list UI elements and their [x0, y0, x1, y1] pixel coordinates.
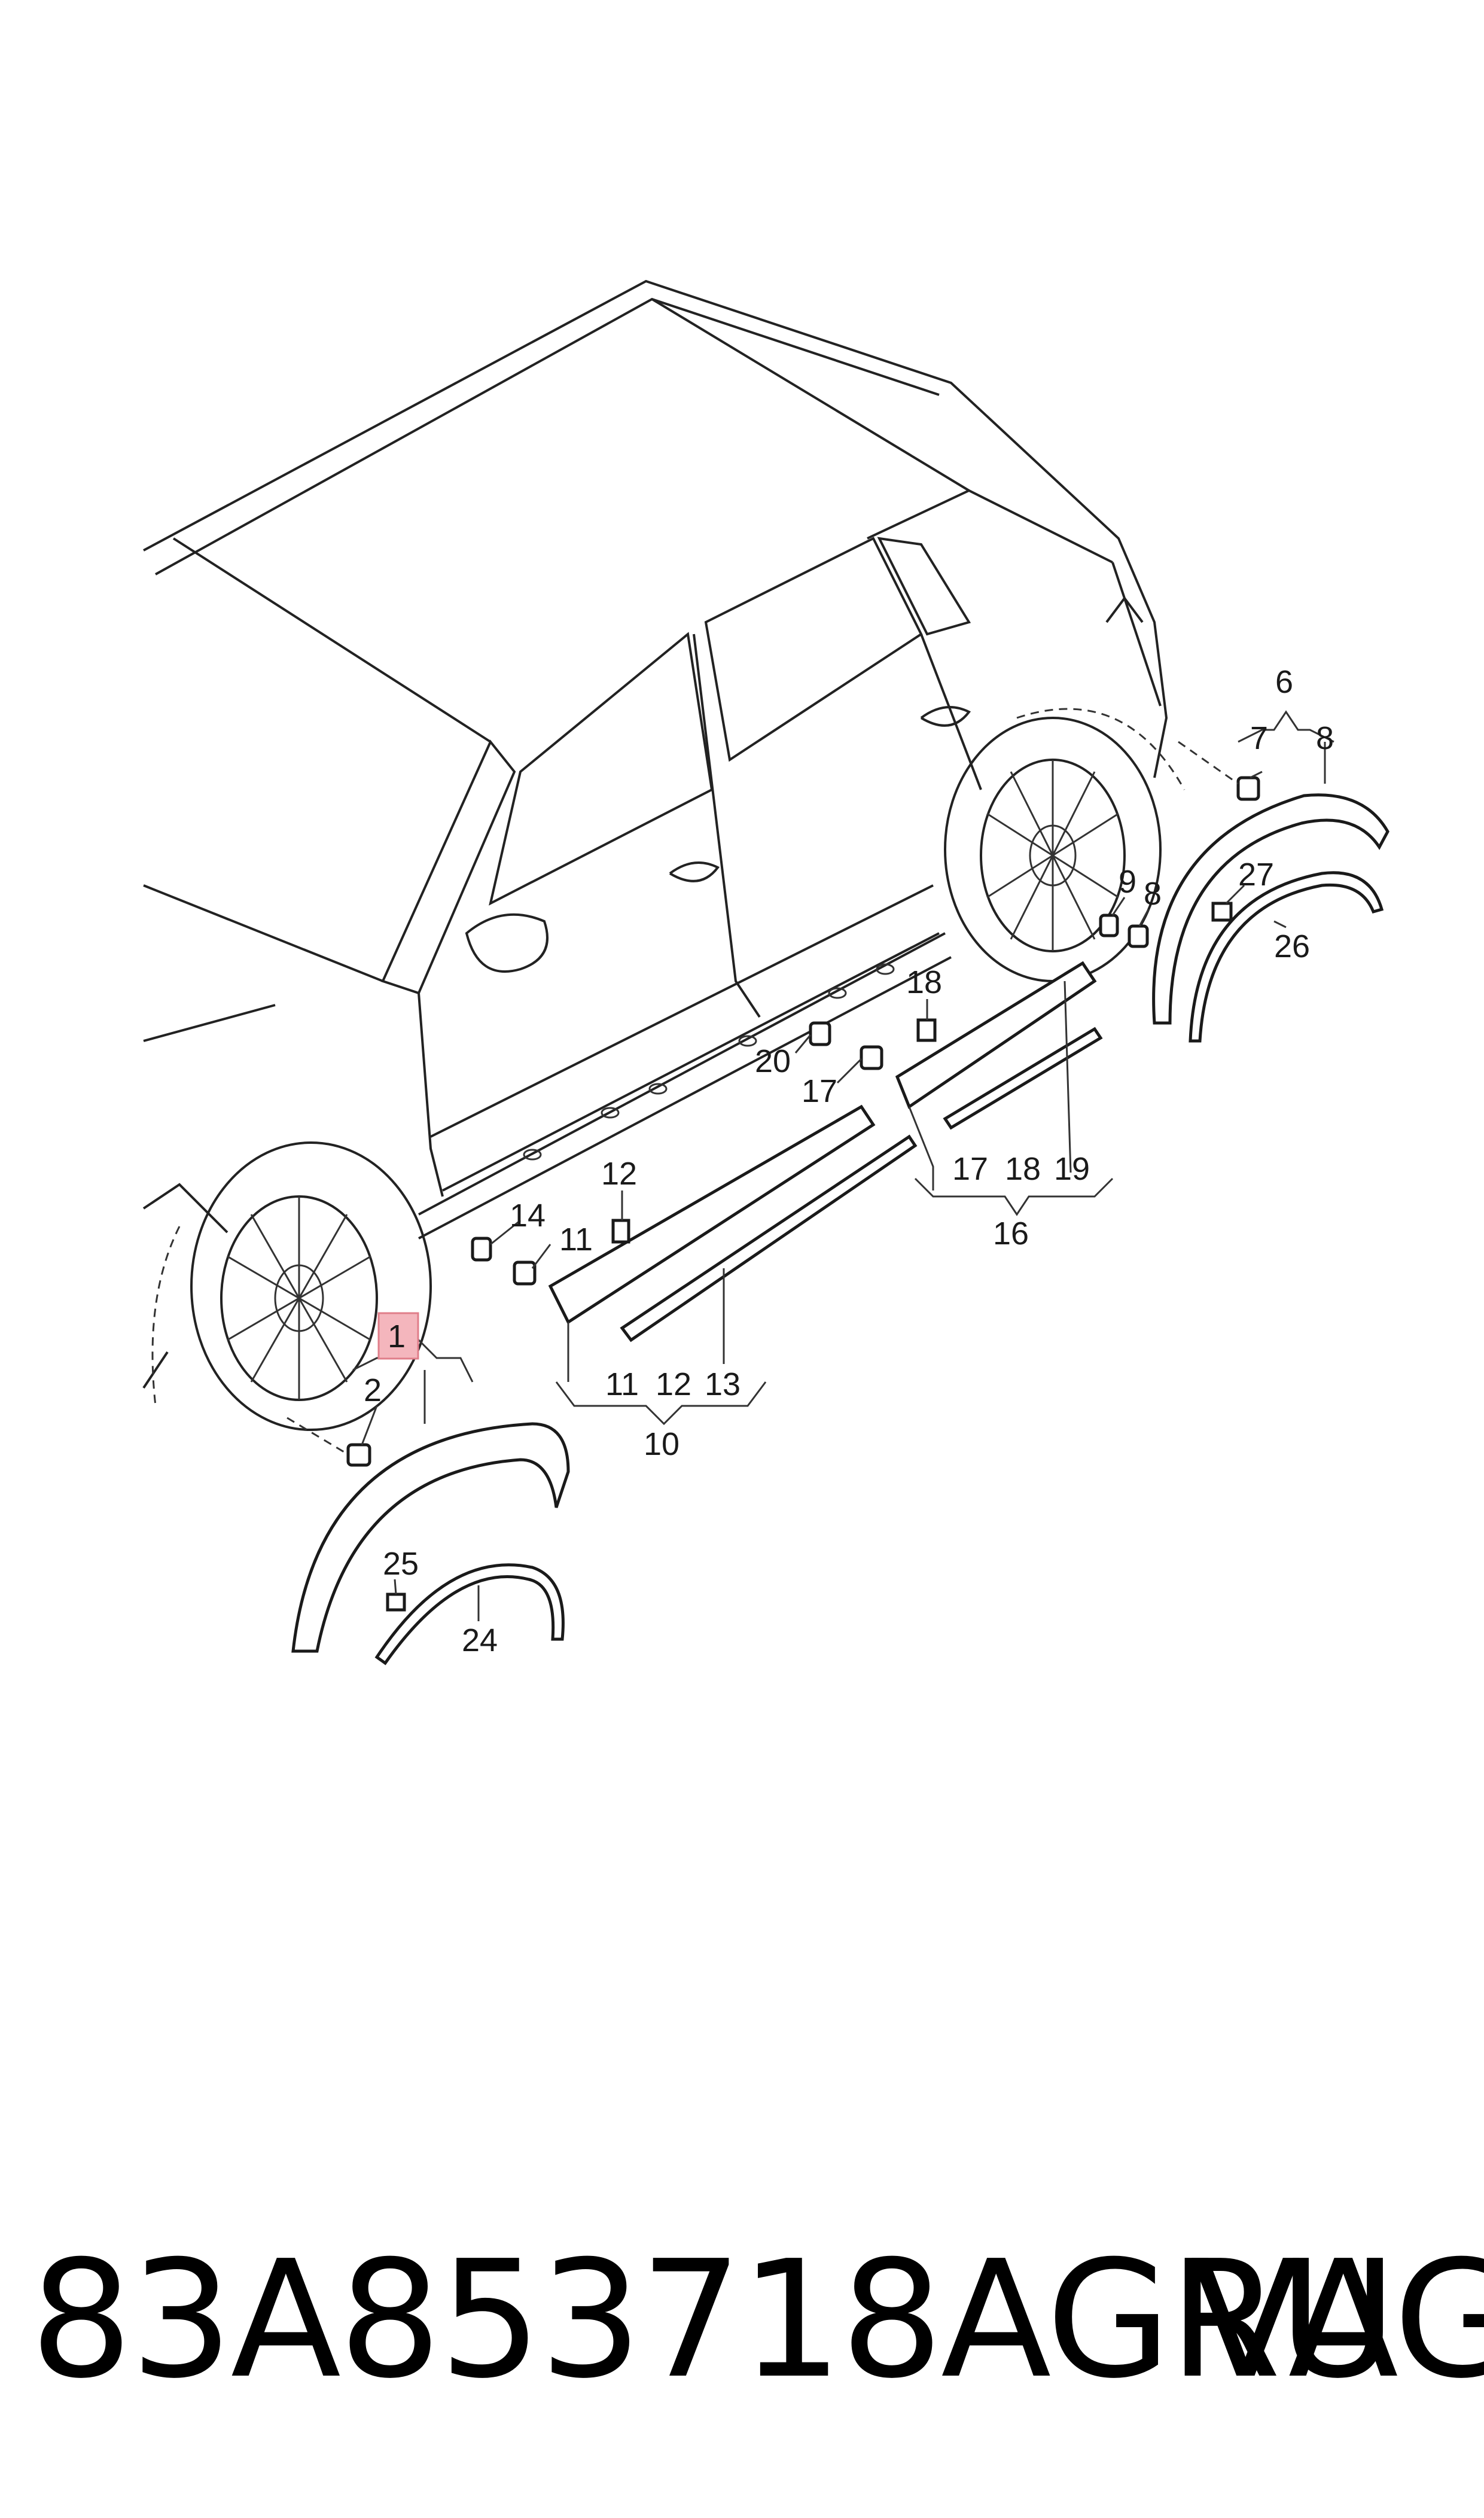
clip-7-icon [1236, 776, 1260, 801]
callout-6[interactable]: 6 [1275, 664, 1293, 700]
leader-lines [287, 710, 1334, 1621]
callout-18-bracket[interactable]: 18 [1005, 1151, 1041, 1187]
callout-9[interactable]: 9 [1119, 864, 1136, 900]
callout-24[interactable]: 24 [462, 1622, 498, 1658]
callout-14[interactable]: 14 [510, 1198, 546, 1234]
callout-27[interactable]: 27 [1238, 857, 1274, 893]
callout-2[interactable]: 2 [364, 1372, 382, 1408]
clip-11-icon [513, 1260, 537, 1286]
clip-25-icon [386, 1593, 406, 1612]
brand-label: VAG [1190, 2225, 1484, 2414]
callout-19[interactable]: 19 [1054, 1151, 1090, 1187]
callout-17[interactable]: 17 [802, 1073, 837, 1109]
callout-labels: 1 2 6 7 8 9 8 27 26 18 20 17 14 12 11 25… [364, 664, 1334, 1658]
callout-12[interactable]: 12 [601, 1156, 637, 1192]
callout-8[interactable]: 8 [1316, 720, 1334, 756]
front-sill-insert [620, 1134, 918, 1342]
clip-17-icon [860, 1045, 883, 1070]
clip-9-icon [1099, 914, 1119, 937]
clip-8-icon [1128, 924, 1149, 948]
clip-12-icon [611, 1219, 630, 1244]
callout-20[interactable]: 20 [755, 1043, 791, 1079]
front-sill-moulding [548, 1104, 876, 1325]
rear-sill-moulding [895, 961, 1097, 1109]
front-arch-liner [374, 1563, 565, 1666]
front-arch-trim [291, 1422, 570, 1653]
clip-27-icon [1211, 902, 1233, 922]
callout-12-bracket[interactable]: 12 [656, 1366, 691, 1402]
front-wheel [151, 1141, 432, 1431]
clip-18-icon [916, 1018, 937, 1042]
callout-17-bracket[interactable]: 17 [952, 1151, 988, 1187]
callout-11[interactable]: 11 [559, 1222, 593, 1258]
part-number: 83A853718AGRU [30, 2225, 1397, 2414]
callout-25[interactable]: 25 [383, 1546, 419, 1582]
callout-7[interactable]: 7 [1250, 720, 1268, 756]
footer: 83A853718AGRU VAG [0, 2225, 1484, 2453]
parts [291, 776, 1389, 1666]
callout-26[interactable]: 26 [1274, 928, 1310, 964]
highlight-part-1 [377, 1312, 419, 1360]
car-body-outline [142, 279, 1186, 1431]
callout-10[interactable]: 10 [644, 1426, 679, 1462]
callout-16[interactable]: 16 [993, 1216, 1029, 1252]
clip-14-icon [471, 1237, 492, 1262]
rear-arch-trim [1152, 793, 1389, 1025]
callout-1[interactable]: 1 [388, 1319, 406, 1354]
callout-13[interactable]: 13 [705, 1366, 741, 1402]
rear-sill-insert [943, 1027, 1103, 1130]
clip-2-icon [346, 1443, 371, 1467]
clip-20-icon [809, 1021, 831, 1046]
callout-8-lower[interactable]: 8 [1144, 876, 1162, 912]
callout-18[interactable]: 18 [906, 964, 942, 1000]
callout-11-bracket[interactable]: 11 [605, 1366, 639, 1402]
